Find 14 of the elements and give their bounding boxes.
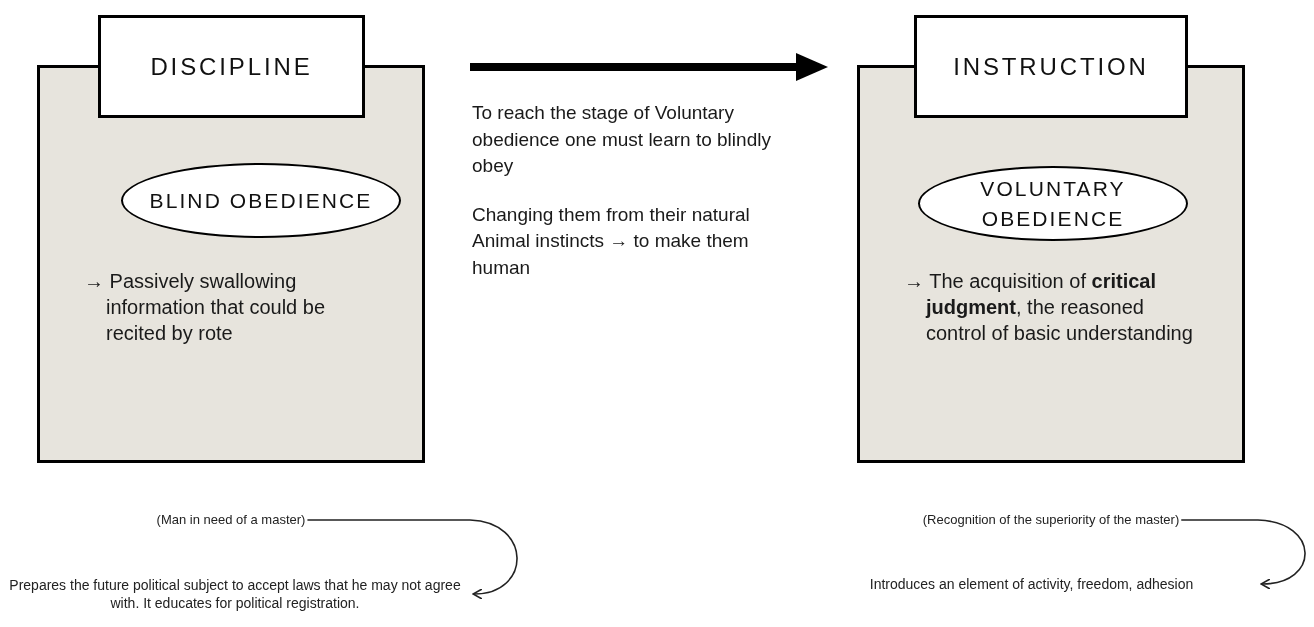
- arrow: [1180, 519, 1306, 590]
- caption-text: (Man in need of a master): [156, 508, 306, 532]
- ellipse-label: VOLUNTARY OBEDIENCE: [918, 166, 1188, 241]
- caption-text: (Recognition of the superiority of the master): [922, 508, 1180, 532]
- note-text: Prepares the future political subject to accept laws that he may not agree with. It educates for political registration.: [0, 566, 470, 622]
- explanation-text: Changing them from their natural Animal instincts → to make them human: [472, 202, 751, 280]
- arrow: [306, 519, 518, 599]
- explanation-text: To reach the stage of Voluntary obedience one must learn to blindly obey: [472, 101, 772, 179]
- title-box: DISCIPLINE: [98, 15, 365, 118]
- bullet-text: → The acquisition of critical judgment, the reasoned control of basic understanding: [904, 269, 1194, 346]
- title-box: INSTRUCTION: [914, 15, 1188, 118]
- bullet-text: → Passively swallowing information that could be recited by rote: [84, 269, 327, 346]
- ellipse-label: BLIND OBEDIENCE: [121, 163, 401, 238]
- note-text: Introduces an element of activity, freedom, adhesion: [805, 570, 1258, 598]
